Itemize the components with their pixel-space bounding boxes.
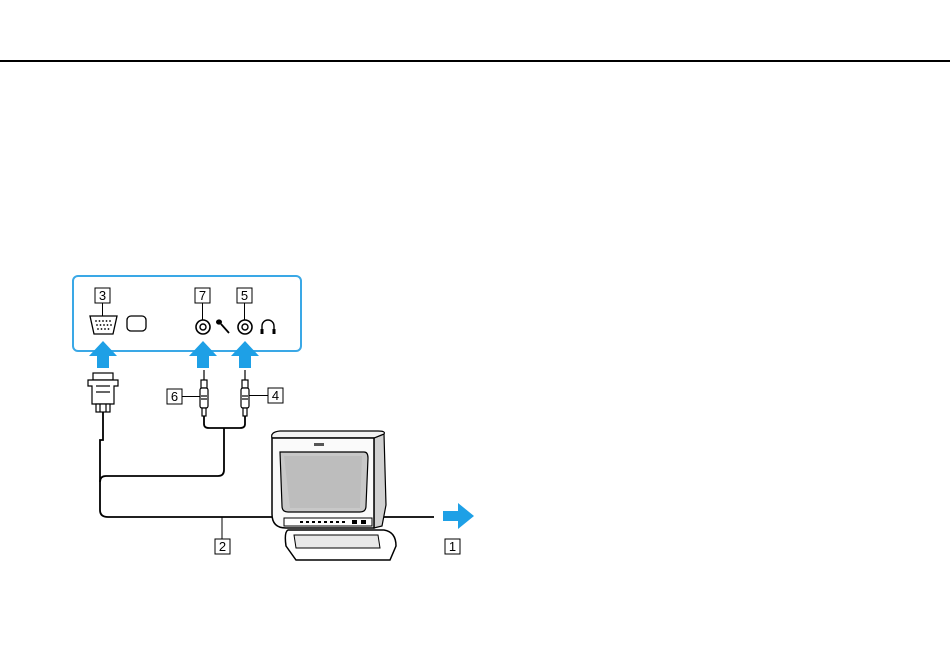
- callout-7: 7: [195, 288, 210, 320]
- headphone-jack-icon: [238, 320, 252, 334]
- microphone-icon: [216, 319, 229, 333]
- headphone-plug: [241, 370, 249, 416]
- crt-monitor: [272, 431, 396, 560]
- svg-text:3: 3: [99, 288, 106, 303]
- arrow-up-mic-icon: [189, 341, 217, 368]
- mic-jack-icon: [196, 320, 210, 334]
- callout-3: 3: [95, 288, 110, 316]
- monitor-port-icon: [90, 316, 117, 334]
- svg-text:7: 7: [199, 288, 206, 303]
- callout-1: 1: [445, 539, 460, 554]
- arrow-up-monitor-icon: [89, 341, 117, 368]
- monitor-symbol-icon: [127, 316, 146, 331]
- headphone-icon: [261, 320, 276, 334]
- svg-text:4: 4: [272, 388, 279, 403]
- callout-2: 2: [215, 517, 230, 554]
- callout-6: 6: [167, 389, 200, 404]
- arrow-right-icon: [443, 503, 474, 529]
- svg-text:5: 5: [241, 288, 248, 303]
- callout-4: 4: [249, 388, 283, 403]
- mic-plug: [200, 370, 208, 416]
- svg-text:1: 1: [449, 539, 456, 554]
- port-panel: [73, 276, 301, 351]
- svg-text:2: 2: [219, 539, 226, 554]
- arrow-up-headphone-icon: [231, 341, 259, 368]
- vga-plug: [88, 373, 118, 412]
- svg-text:6: 6: [171, 389, 178, 404]
- callout-5: 5: [237, 288, 252, 320]
